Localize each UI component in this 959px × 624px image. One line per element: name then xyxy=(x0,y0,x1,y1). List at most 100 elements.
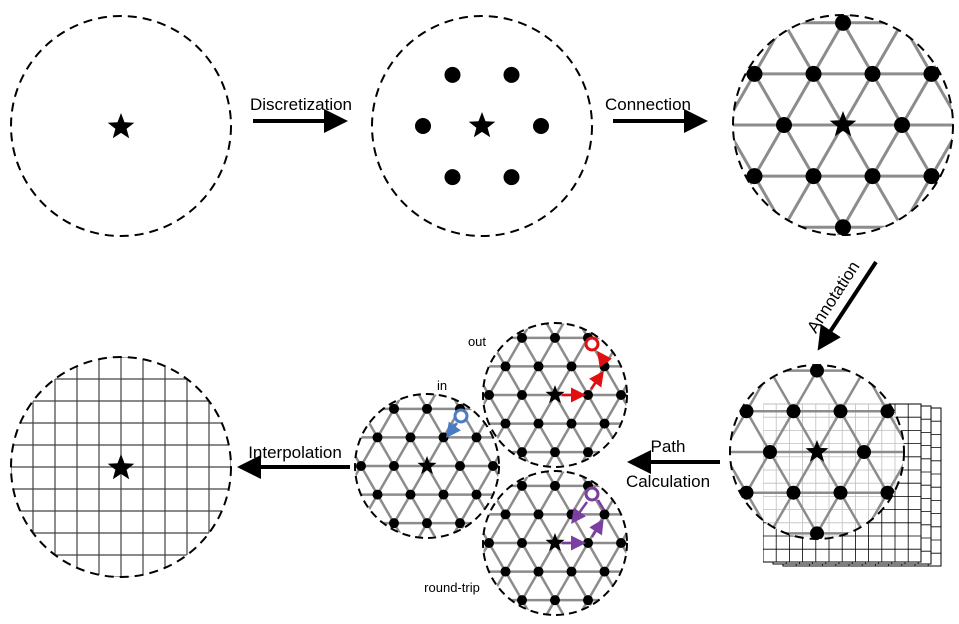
lattice-edge xyxy=(930,73,953,126)
lattice-node xyxy=(517,480,527,491)
lattice-edge xyxy=(871,124,904,177)
lattice-node xyxy=(517,538,527,548)
lattice-edge xyxy=(553,323,573,339)
lattice-node xyxy=(717,219,733,235)
lattice-edge xyxy=(603,513,623,544)
lattice-node xyxy=(633,419,643,429)
lattice-edge xyxy=(886,410,904,453)
lattice-edge xyxy=(475,436,495,467)
lattice-node xyxy=(786,404,801,419)
lattice-node xyxy=(633,509,643,519)
region-circle xyxy=(371,15,593,237)
lattice-nodes xyxy=(717,15,959,235)
lattice-edge xyxy=(871,15,904,24)
lattice-edge xyxy=(812,73,845,126)
lattice-node xyxy=(776,15,792,31)
lattice-node xyxy=(439,547,449,557)
lattice-edge xyxy=(586,394,606,425)
region-circle xyxy=(482,322,628,468)
lattice-node xyxy=(810,365,824,378)
path-label-round-trip: round-trip xyxy=(424,580,480,595)
lattice-node xyxy=(616,480,626,491)
lattice-node xyxy=(373,547,383,557)
lattice-edge xyxy=(586,570,606,601)
lattice-node xyxy=(451,538,461,548)
lattice-edge xyxy=(839,365,866,372)
target-star-icon xyxy=(805,440,829,462)
lattice-edge xyxy=(900,22,933,75)
lattice-edge xyxy=(753,22,786,75)
path-segment xyxy=(596,499,606,511)
lattice-node xyxy=(484,538,494,548)
lattice-node xyxy=(340,490,350,500)
lattice-node xyxy=(600,452,610,462)
target-star-icon xyxy=(545,533,565,552)
lattice-node xyxy=(567,452,577,462)
lattice-node xyxy=(517,595,527,606)
lattice-node xyxy=(550,332,560,343)
lattice-node xyxy=(616,447,626,458)
lattice-edge xyxy=(871,73,904,126)
source-node-icon xyxy=(584,486,600,502)
lattice-edge xyxy=(520,570,540,601)
step-label-calculation: Calculation xyxy=(626,472,710,491)
lattice-node xyxy=(444,66,461,83)
lattice-edge xyxy=(504,542,524,573)
lattice-edge xyxy=(619,570,627,601)
step-label-interpolation: Interpolation xyxy=(248,443,342,462)
lattice-edge xyxy=(871,22,904,75)
panel-path-in: in xyxy=(340,378,500,557)
lattice-node xyxy=(894,117,910,133)
region-circle xyxy=(482,470,628,616)
step-label-connection: Connection xyxy=(605,95,691,114)
lattice-edge xyxy=(730,410,748,453)
step-discretization: Discretization xyxy=(250,95,352,133)
lattice-edge xyxy=(491,465,499,496)
lattice-edge xyxy=(862,410,889,453)
lattice-node xyxy=(533,118,549,134)
lattice-node xyxy=(953,15,959,31)
lattice-node xyxy=(649,390,659,400)
region-circle xyxy=(732,14,954,236)
lattice-node xyxy=(444,169,461,186)
lattice-node xyxy=(503,66,520,83)
lattice-edge xyxy=(425,394,445,410)
lattice-node xyxy=(517,332,527,343)
lattice-node xyxy=(405,432,416,443)
lattice-node xyxy=(471,432,482,443)
lattice-node xyxy=(599,361,610,372)
lattice-edge xyxy=(355,408,363,439)
lattice-node xyxy=(550,447,560,458)
node-set xyxy=(415,66,549,186)
lattice-edge xyxy=(537,570,557,601)
lattice-edge xyxy=(520,394,540,425)
lattice-node xyxy=(566,418,577,429)
destination-node-icon xyxy=(584,336,600,352)
lattice-node xyxy=(746,168,763,185)
lattice-edge xyxy=(504,365,524,396)
lattice-node xyxy=(372,489,383,500)
lattice-node xyxy=(599,418,610,429)
lattice-node xyxy=(693,404,707,418)
lattice-edge xyxy=(900,73,933,126)
lattice-edge xyxy=(537,513,557,544)
lattice-edge xyxy=(425,408,445,439)
lattice-node xyxy=(501,476,511,486)
target-star-icon xyxy=(107,113,135,139)
lattice-edge xyxy=(603,365,623,396)
lattice-node xyxy=(534,452,544,462)
lattice-edge xyxy=(871,175,904,228)
lattice-edge xyxy=(638,366,655,395)
lattice-edge xyxy=(392,436,412,467)
lattice-edge xyxy=(359,522,379,538)
lattice-edge xyxy=(696,176,726,227)
lattice-edge xyxy=(768,365,795,372)
lattice-edge xyxy=(812,175,845,228)
lattice-edge xyxy=(782,175,815,228)
lattice-edge xyxy=(359,436,379,467)
step-label-discretization: Discretization xyxy=(250,95,352,114)
lattice-edge xyxy=(409,408,429,439)
path-arrow xyxy=(446,421,461,439)
lattice-edge xyxy=(733,124,756,177)
lattice-edge xyxy=(483,513,491,544)
